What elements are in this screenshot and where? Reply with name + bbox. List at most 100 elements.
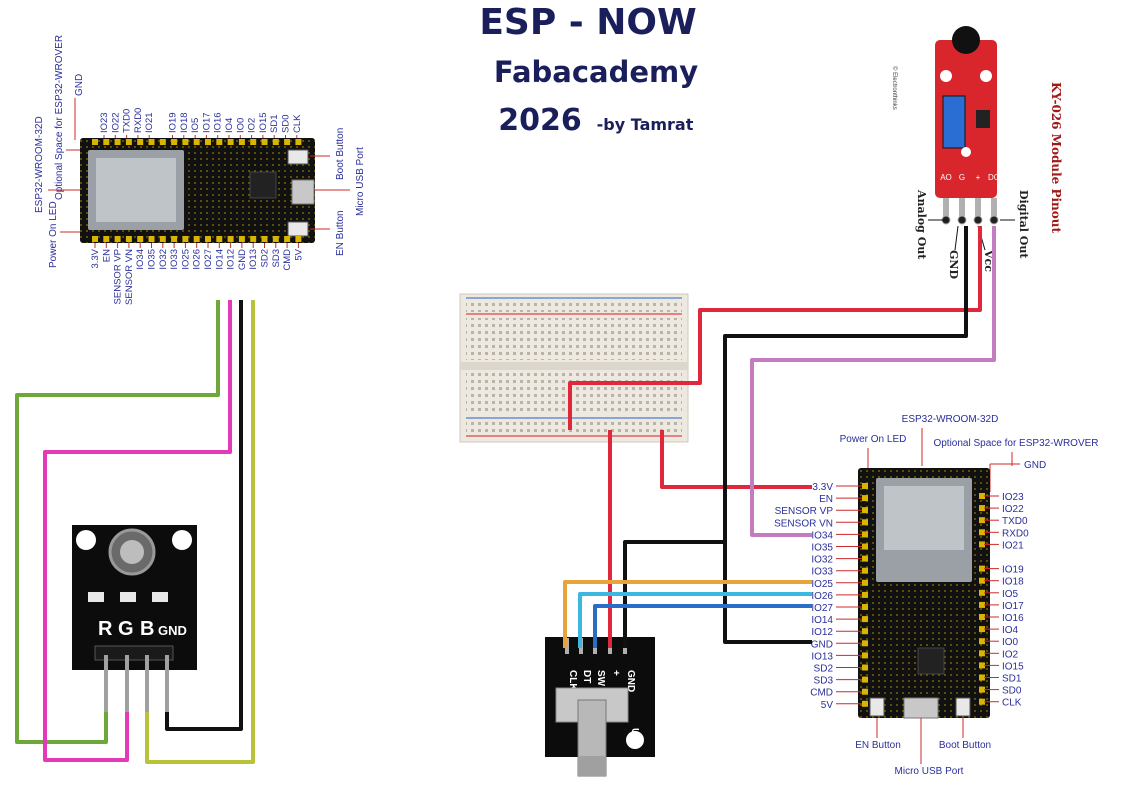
rgb-label-b: B	[140, 618, 154, 640]
ky026-potentiometer	[942, 95, 966, 149]
ky026-analog-out-label: Analog Out	[915, 189, 928, 260]
wire-black-encoder-gnd	[623, 540, 725, 648]
right-usb-port	[903, 697, 939, 719]
right-right-pin-label: IO16	[1002, 613, 1024, 624]
right-right-pin-label: IO2	[1002, 649, 1019, 660]
left-top-pin-label: IO15	[258, 112, 269, 133]
left-bottom-pin-label: IO27	[203, 249, 214, 270]
ky026-pin-label: +	[976, 173, 981, 182]
wire-red-flame-vcc	[568, 226, 982, 430]
left-bottom-pin-label: SENSOR VN	[124, 249, 135, 305]
left-power-led-label: Power On LED	[48, 201, 59, 268]
left-bottom-pin-label: SD2	[260, 249, 271, 267]
esp32-board-left: GND Optional Space for ESP32-WROVER ESP3…	[34, 35, 366, 305]
right-right-pin-label: IO4	[1002, 625, 1019, 636]
right-right-pin-label: RXD0	[1002, 528, 1029, 539]
ky026-pin-label: AO	[940, 173, 952, 182]
left-gnd-label: GND	[74, 74, 85, 96]
left-bottom-pin-label: SENSOR VP	[113, 249, 124, 304]
left-top-pin-label: SD1	[269, 115, 280, 133]
left-en-button-label: EN Button	[335, 210, 346, 256]
rgb-label-r: R	[98, 618, 113, 640]
right-left-pin-label: IO33	[811, 567, 833, 578]
left-bottom-pin-label: 3.3V	[90, 248, 101, 268]
right-right-pin-label: TXD0	[1002, 516, 1028, 527]
ky026-digital-out-label: Digital Out	[1017, 190, 1030, 259]
left-top-pin-label: IO5	[190, 118, 201, 133]
right-left-pin-label: IO27	[811, 603, 833, 614]
right-right-pin-label: SD1	[1002, 674, 1022, 685]
right-module-label: ESP32-WROOM-32D	[902, 414, 999, 425]
right-right-pin-label: IO18	[1002, 577, 1024, 588]
left-top-pin-label: SD0	[281, 115, 292, 133]
right-left-pin-label: IO13	[811, 651, 833, 662]
wires	[15, 226, 996, 764]
right-left-pin-label: SENSOR VP	[775, 506, 834, 517]
right-right-pin-label: IO17	[1002, 601, 1024, 612]
right-left-pin-label: IO34	[811, 530, 833, 541]
left-top-pin-label: RXD0	[133, 108, 144, 133]
left-bottom-pin-label: IO25	[180, 249, 191, 270]
title-line2: Fabacademy	[494, 55, 698, 89]
wire-green-rgb-r	[15, 300, 220, 744]
left-top-pin-label: IO4	[224, 118, 235, 133]
right-left-pin-label: SD3	[814, 676, 834, 687]
left-micro-usb-label: Micro USB Port	[355, 147, 366, 216]
rgb-led-module: R G B GND	[72, 525, 197, 715]
left-boot-button-label: Boot Button	[335, 128, 346, 180]
right-left-pin-label: GND	[811, 639, 833, 650]
left-optional-space-label: Optional Space for ESP32-WROVER	[54, 35, 65, 200]
right-power-led-label: Power On LED	[840, 434, 907, 445]
title-line3: 2026	[498, 103, 582, 138]
left-top-pin-label: IO19	[168, 112, 179, 133]
left-top-pin-label: IO2	[247, 118, 258, 133]
right-optional-space-label: Optional Space for ESP32-WROVER	[933, 438, 1098, 449]
right-left-pin-label: IO25	[811, 579, 833, 590]
wire-cyan-encoder-dt	[578, 592, 812, 648]
left-top-pin-label: TXD0	[122, 109, 133, 133]
left-bottom-pin-label: IO33	[169, 249, 180, 270]
left-bottom-pin-label: IO32	[158, 249, 169, 270]
right-left-pin-label: IO12	[811, 627, 833, 638]
left-top-pin-label: IO21	[144, 112, 155, 133]
right-left-pin-label: IO32	[811, 555, 833, 566]
encoder-marker: U	[629, 728, 640, 735]
title-author: -by Tamrat	[597, 115, 694, 134]
ky026-ir-receiver	[952, 26, 980, 54]
left-top-pin-label: IO16	[213, 112, 224, 133]
left-top-pin-label: IO0	[235, 118, 246, 133]
right-right-pin-label: IO0	[1002, 637, 1019, 648]
title-block: ESP - NOW Fabacademy 2026 -by Tamrat	[479, 2, 698, 138]
right-right-pin-labels: IO23IO22TXD0RXD0IO21IO19IO18IO5IO17IO16I…	[984, 492, 1029, 709]
wire-red-bb-esp	[660, 430, 812, 489]
left-bottom-pin-label: EN	[101, 249, 112, 262]
ky026-watermark: © Electronthinks	[891, 66, 898, 110]
encoder-pin-label: GND	[625, 670, 636, 692]
left-top-pin-label: IO18	[179, 112, 190, 133]
left-bottom-pin-label: IO34	[135, 249, 146, 270]
right-left-pin-label: SD2	[814, 664, 834, 675]
encoder-pin-label: DT	[581, 670, 592, 683]
right-left-pin-label: 5V	[821, 700, 834, 711]
ky026-vcc-label: Vcc	[982, 249, 995, 272]
right-right-pin-label: IO21	[1002, 540, 1024, 551]
left-bottom-pin-label: GND	[237, 249, 248, 270]
wire-blue-encoder-sw	[593, 604, 812, 648]
left-bottom-pin-label: IO13	[248, 249, 259, 270]
right-right-pin-label: IO15	[1002, 661, 1024, 672]
encoder-pin-label: +	[610, 670, 621, 676]
left-bottom-pin-label: IO12	[226, 249, 237, 270]
wire-purple-flame-do	[750, 226, 996, 537]
left-bottom-pin-label: IO14	[214, 249, 225, 270]
right-right-pin-label: IO5	[1002, 589, 1019, 600]
breadboard	[459, 293, 689, 443]
left-en-button-shape	[287, 221, 309, 237]
left-bottom-pin-label: IO26	[192, 249, 203, 270]
title-line1: ESP - NOW	[479, 2, 696, 43]
right-left-pin-label: IO14	[811, 615, 833, 626]
